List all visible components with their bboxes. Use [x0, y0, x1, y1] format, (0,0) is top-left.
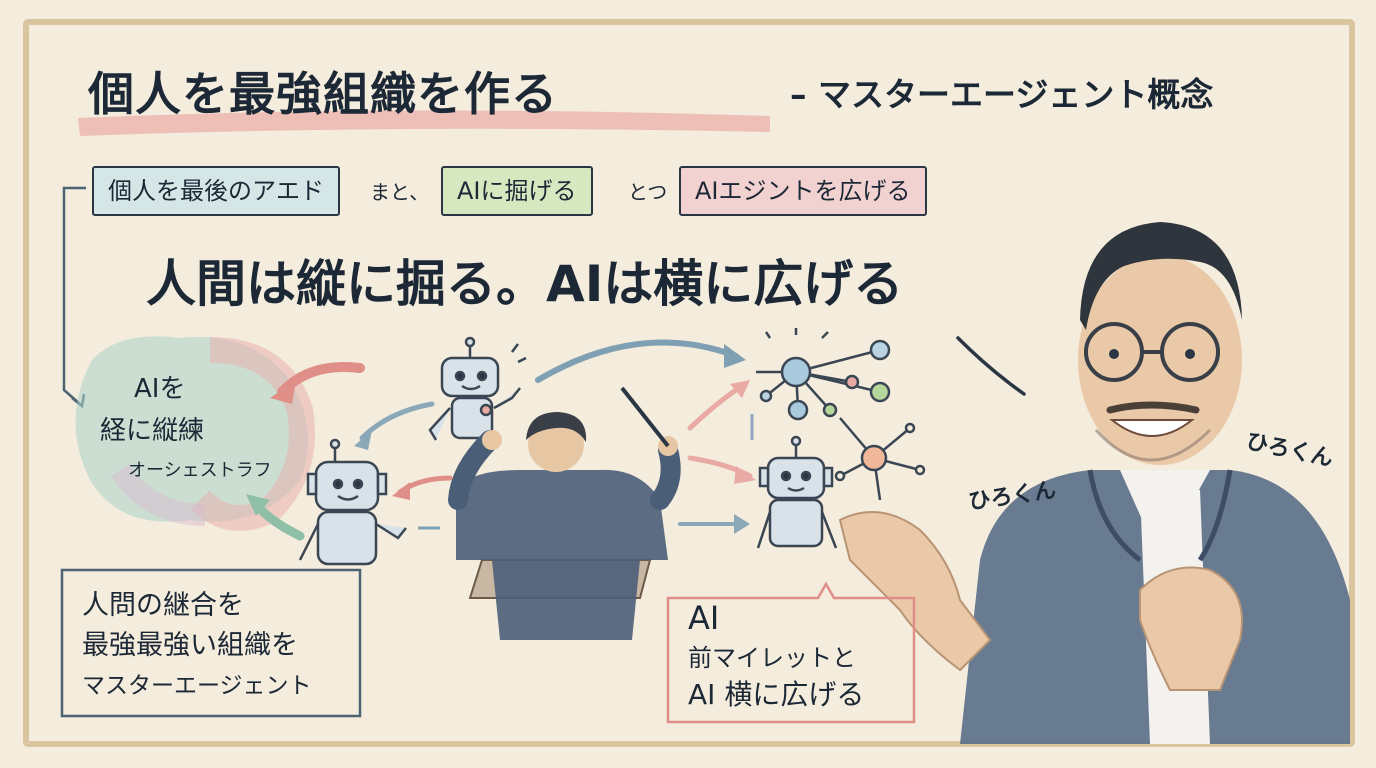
speech-bubble-border	[666, 581, 916, 724]
presenter-figure	[838, 222, 1350, 744]
page-title: 個人を最強組織を作る	[88, 67, 558, 121]
network-node-top	[756, 328, 891, 421]
page-subtitle: – マスターエージェント概念	[790, 75, 1214, 114]
orchestra-label-line2: 経に縦練	[100, 416, 205, 446]
connector-text-2: とつ	[628, 180, 668, 204]
arrow-big-top	[535, 339, 739, 383]
conductor-figure	[448, 386, 681, 640]
tag-individual: 個人を最後のアエド	[92, 166, 340, 216]
orchestra-label-line1: AIを	[134, 374, 186, 404]
connector-text-1: まと、	[370, 180, 430, 204]
frame-border	[23, 19, 1355, 747]
orchestra-label-line3: オーシェストラフ	[128, 460, 272, 481]
title-highlight	[78, 110, 770, 136]
robot-top	[428, 336, 527, 441]
note-line2: 最強最強い組織を	[82, 630, 298, 661]
note-box-border	[60, 568, 362, 718]
headline: 人間は縦に掘る。AIは横に広げる	[146, 255, 904, 313]
tag-ai-agent: AIエジントを広げる	[679, 166, 927, 216]
note-line3: マスターエージェント	[82, 673, 312, 699]
bubble-line2: 前マイレットと	[688, 644, 856, 672]
orchestra-blob	[75, 336, 315, 531]
arrow-pink-up	[687, 383, 745, 431]
arrow-to-robot-left	[359, 401, 435, 441]
note-line1: 人問の継合を	[82, 590, 244, 621]
bubble-line1: AI	[688, 599, 720, 637]
left-bracket	[62, 186, 86, 405]
robot-left	[298, 438, 407, 566]
bubble-line3: AI 横に広げる	[688, 678, 865, 711]
swoosh-line	[956, 336, 1026, 396]
network-node-right	[834, 417, 926, 501]
robot-right	[756, 435, 838, 549]
tag-ai-dig: AIに掘げる	[441, 166, 593, 216]
